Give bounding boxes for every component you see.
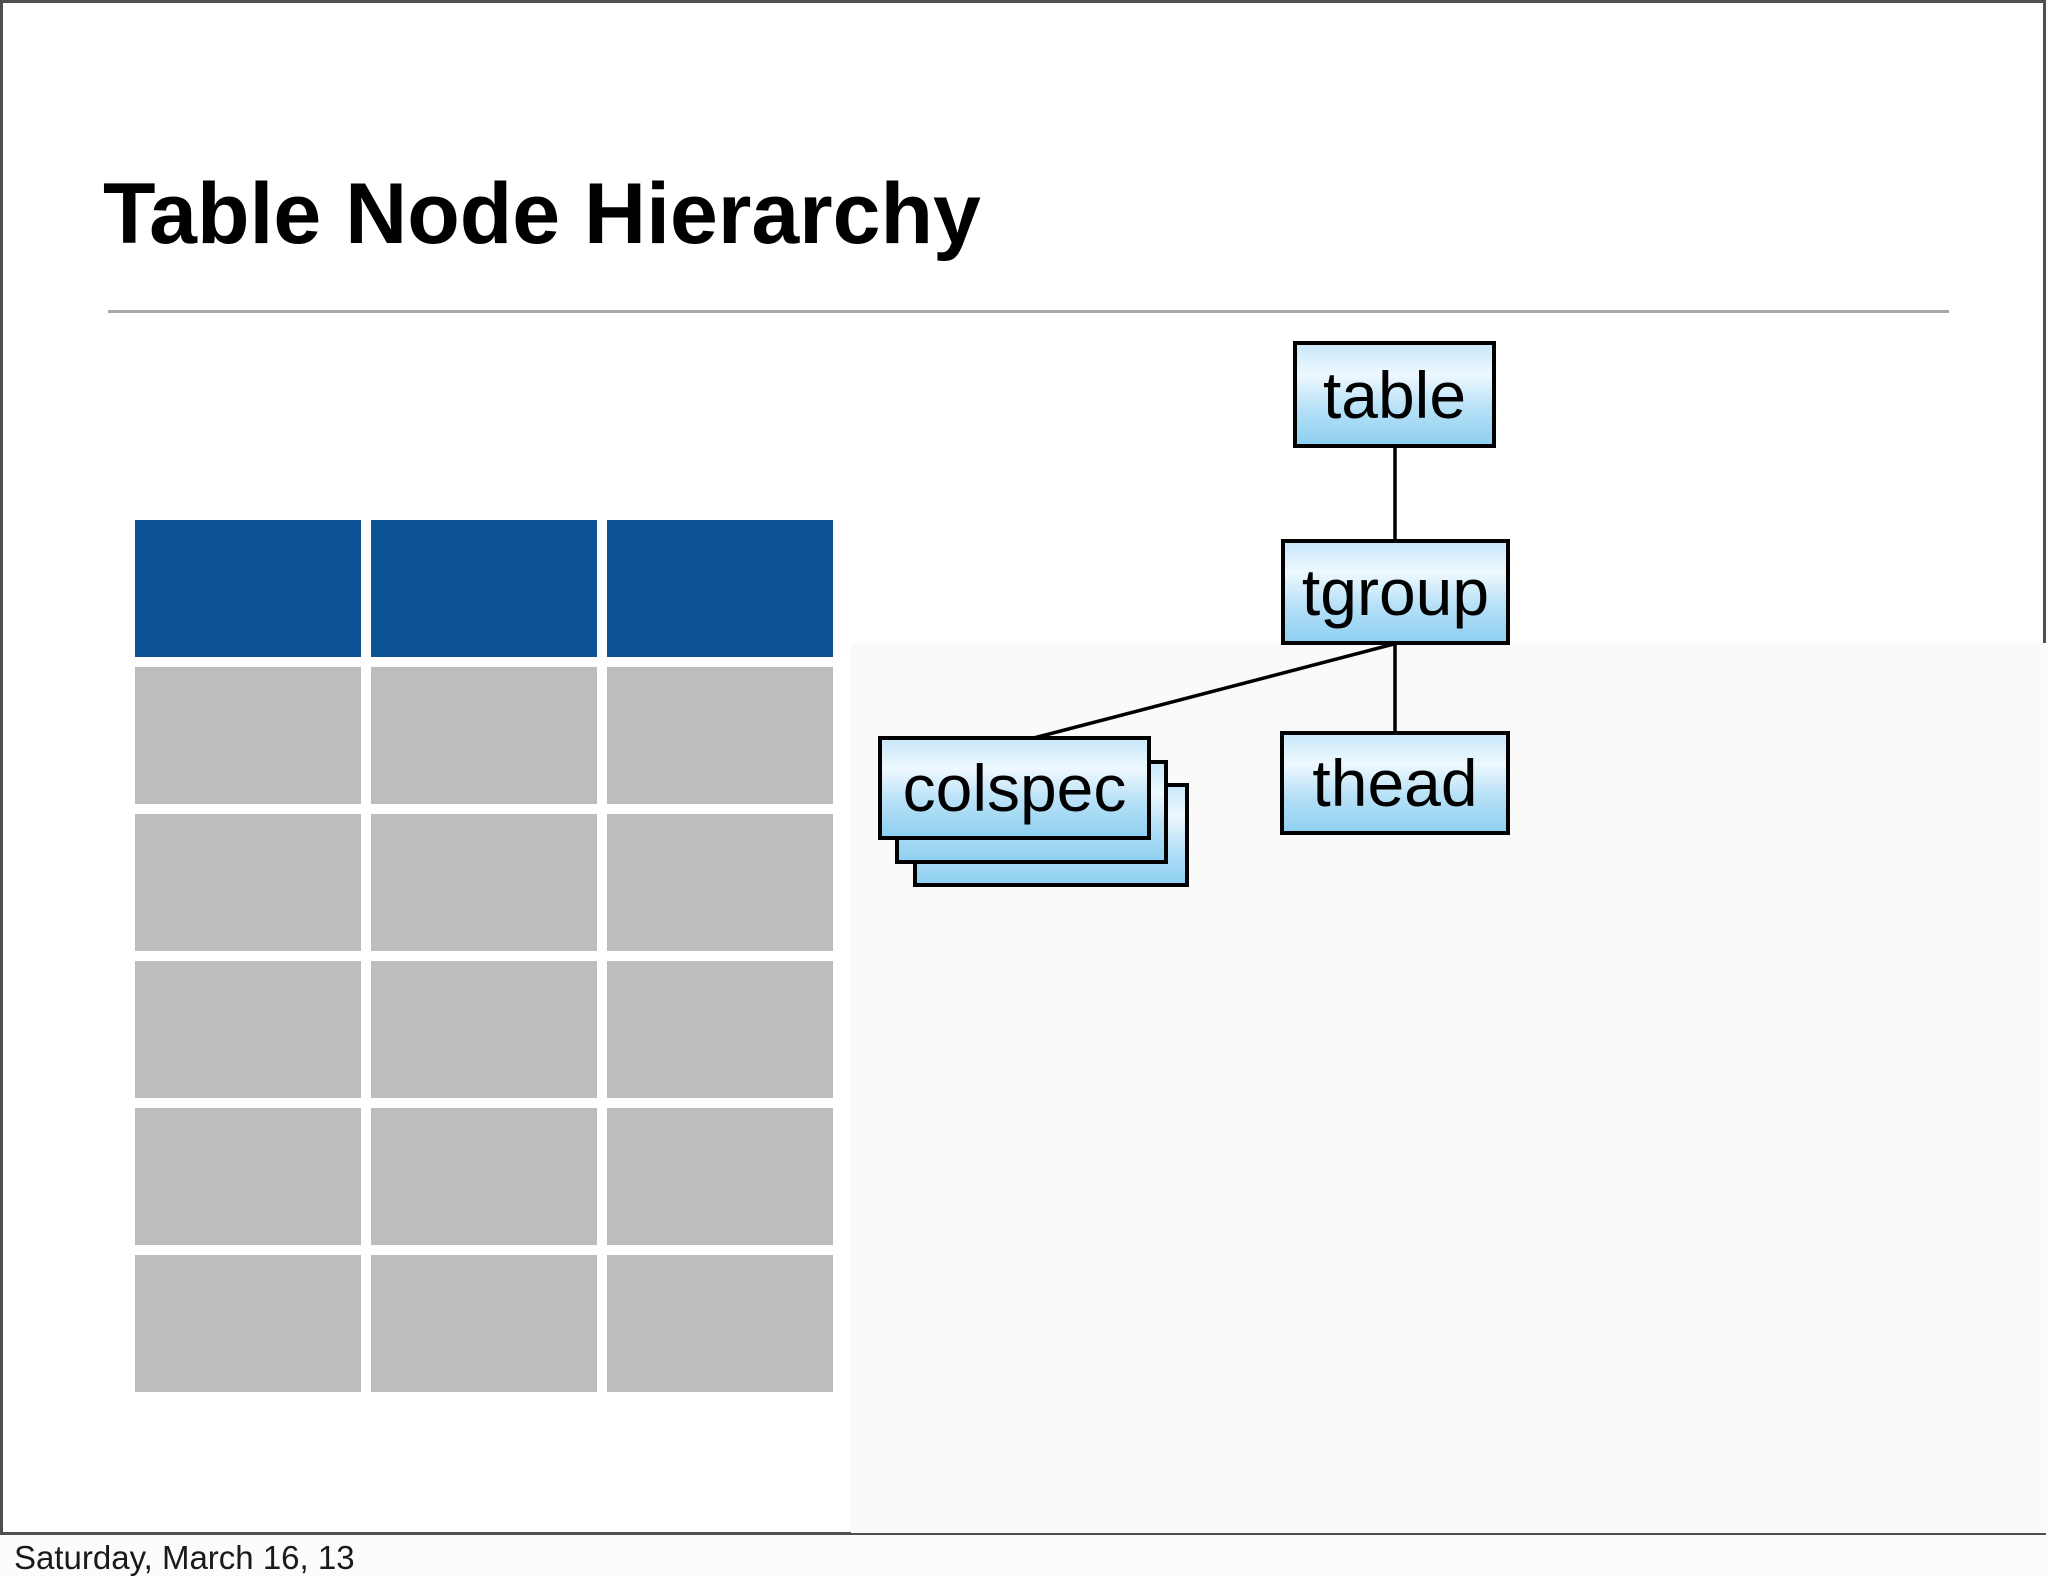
diagram-node-tgroup: tgroup — [1281, 539, 1510, 645]
diagram-node-colspec: colspec — [878, 736, 1151, 840]
diagram-node-thead: thead — [1280, 731, 1510, 835]
diagram-edges — [1029, 443, 1399, 741]
table-body-cell — [607, 961, 833, 1098]
table-body-cell — [371, 961, 597, 1098]
page-title: Table Node Hierarchy — [103, 166, 981, 262]
edge-tgroup-colspec — [1029, 641, 1399, 741]
table-body-cell — [371, 1108, 597, 1245]
node-label-tgroup: tgroup — [1301, 555, 1490, 629]
table-body-cell — [607, 814, 833, 951]
table-header-cell — [371, 520, 597, 657]
table-body-cell — [607, 1108, 833, 1245]
table-body-cell — [135, 814, 361, 951]
table-body-cell — [607, 1255, 833, 1392]
node-label-table: table — [1322, 357, 1467, 432]
diagram-node-table: table — [1293, 341, 1496, 448]
table-body-cell — [135, 1255, 361, 1392]
table-body-cell — [135, 667, 361, 804]
table-body-cell — [371, 1255, 597, 1392]
table-header-cell — [607, 520, 833, 657]
table-body-cell — [371, 667, 597, 804]
table-body-cell — [135, 961, 361, 1098]
node-label-colspec: colspec — [902, 751, 1127, 825]
table-body-cell — [135, 1108, 361, 1245]
table-graphic — [135, 520, 833, 1392]
table-body-cell — [371, 814, 597, 951]
node-label-thead: thead — [1312, 746, 1478, 820]
table-header-cell — [135, 520, 361, 657]
slide: Table Node Hierarchy table tgroup colspe… — [0, 0, 2046, 1535]
footer-date: Saturday, March 16, 13 — [14, 1539, 355, 1576]
title-divider — [108, 310, 1949, 313]
table-body-cell — [607, 667, 833, 804]
